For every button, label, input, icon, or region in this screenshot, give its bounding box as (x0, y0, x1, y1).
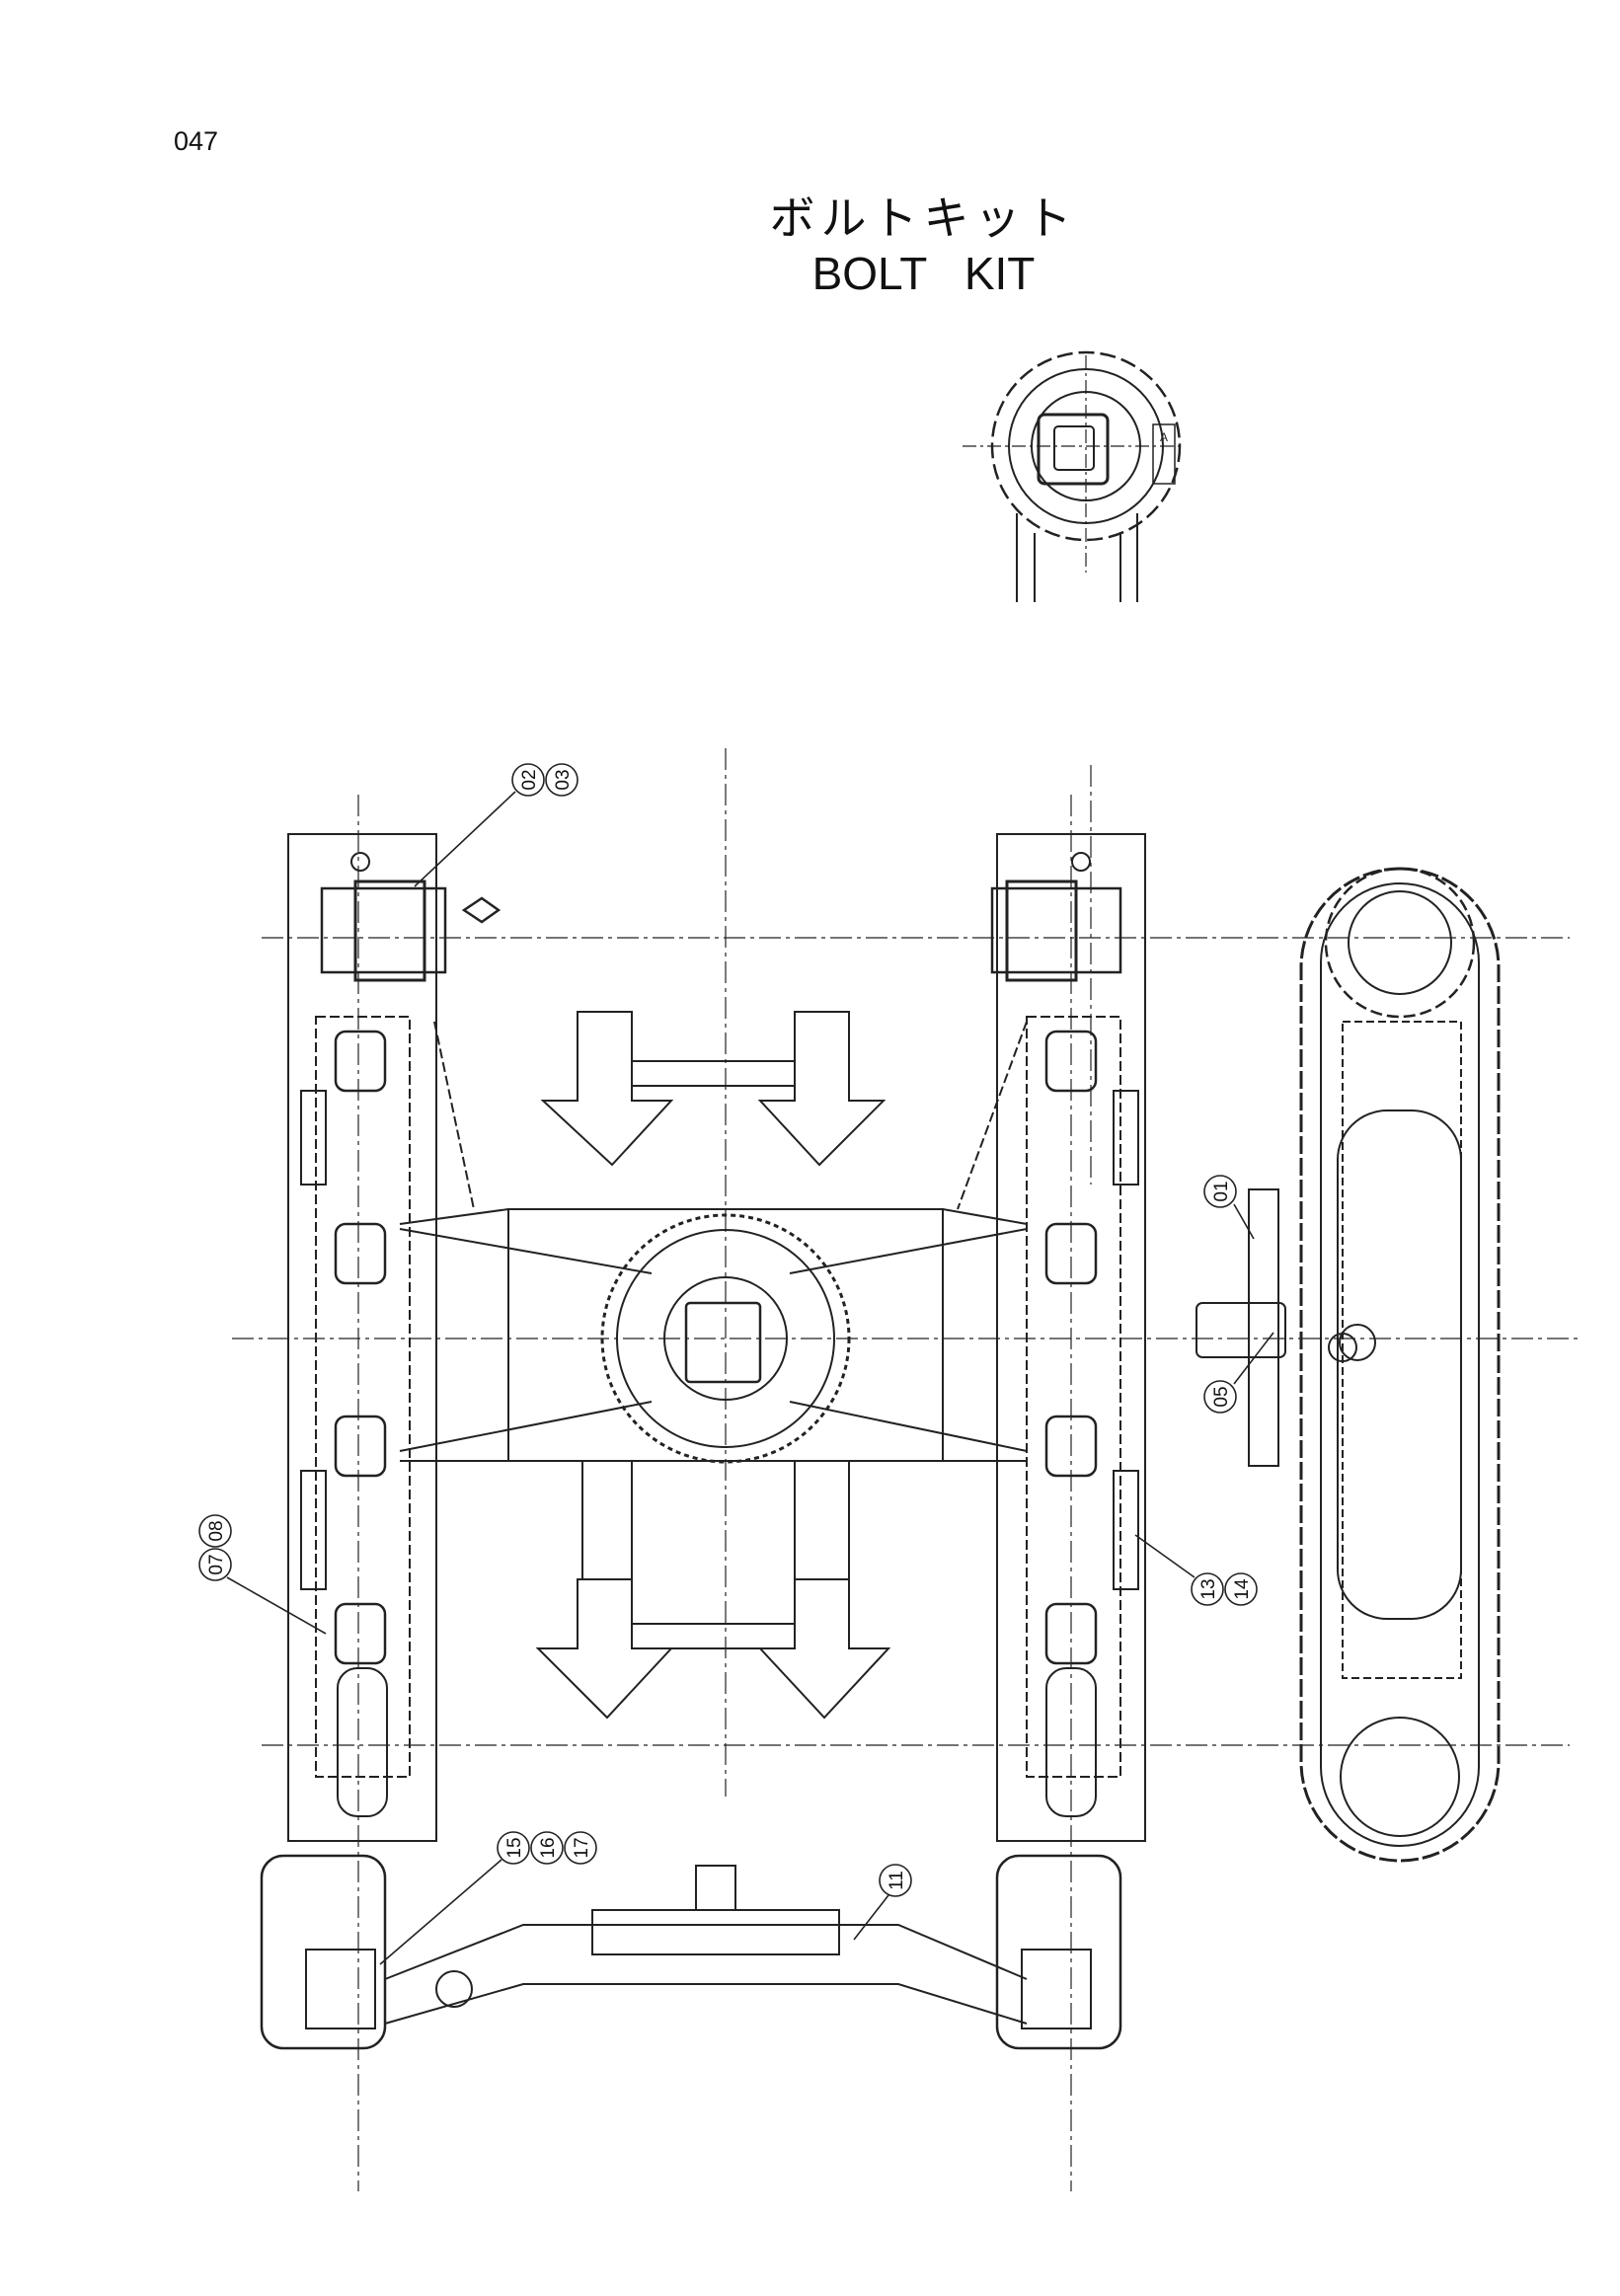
front-view (260, 1854, 1122, 2050)
svg-text:03: 03 (553, 769, 574, 790)
callout-01: 01 (1203, 1175, 1237, 1208)
page-number: 047 (174, 126, 219, 156)
right-track-frame (990, 833, 1146, 1842)
callout-14: 14 (1224, 1572, 1258, 1606)
svg-text:13: 13 (1198, 1578, 1219, 1599)
callout-07: 07 (198, 1548, 232, 1581)
track-side-elevation (1196, 867, 1501, 1863)
callout-02: 02 (511, 763, 545, 797)
callout-13: 13 (1191, 1572, 1224, 1606)
svg-text:07: 07 (206, 1554, 227, 1574)
detail-view-label: A (1160, 430, 1168, 444)
svg-text:16: 16 (538, 1837, 559, 1858)
title-english: BOLT KIT (811, 248, 1036, 299)
callout-17: 17 (564, 1831, 597, 1865)
callout-11: 11 (879, 1864, 912, 1897)
center-frame (399, 896, 1028, 1720)
callout-08: 08 (198, 1514, 232, 1548)
centerlines (232, 748, 1580, 2191)
callout-16: 16 (530, 1831, 564, 1865)
svg-text:08: 08 (206, 1520, 227, 1541)
sprocket-detail-view: A (963, 350, 1185, 602)
callout-15: 15 (497, 1831, 530, 1865)
svg-text:17: 17 (572, 1837, 592, 1858)
svg-text:05: 05 (1211, 1386, 1232, 1407)
callout-03: 03 (545, 763, 579, 797)
callout-05: 05 (1203, 1380, 1237, 1414)
svg-text:11: 11 (887, 1871, 907, 1890)
svg-text:02: 02 (519, 769, 540, 790)
svg-text:15: 15 (504, 1837, 525, 1858)
left-track-frame (287, 833, 447, 1842)
svg-text:01: 01 (1211, 1181, 1232, 1201)
svg-text:14: 14 (1232, 1578, 1253, 1600)
title-japanese: ボルトキット (769, 191, 1078, 245)
